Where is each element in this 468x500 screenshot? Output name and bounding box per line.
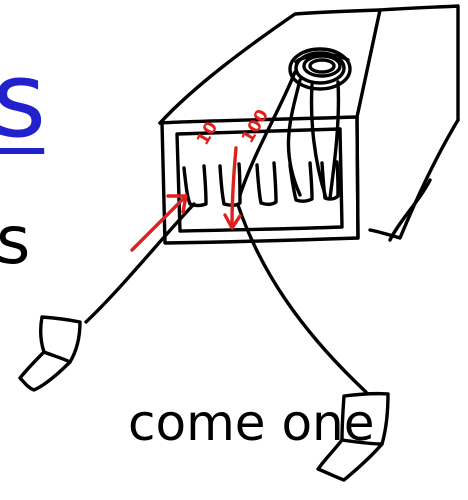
- body-text-fragment: s: [0, 202, 31, 279]
- connector-lines: [84, 178, 432, 394]
- caption-text: come one: [128, 394, 375, 452]
- coil-drawing: [288, 47, 352, 91]
- slide-title-fragment: s: [0, 39, 46, 161]
- right-foot-drawing: [316, 391, 390, 482]
- left-foot-drawing: [18, 315, 82, 392]
- slots-drawing: [182, 160, 340, 208]
- wires-drawing: [238, 70, 341, 200]
- box-drawing: [158, 4, 460, 245]
